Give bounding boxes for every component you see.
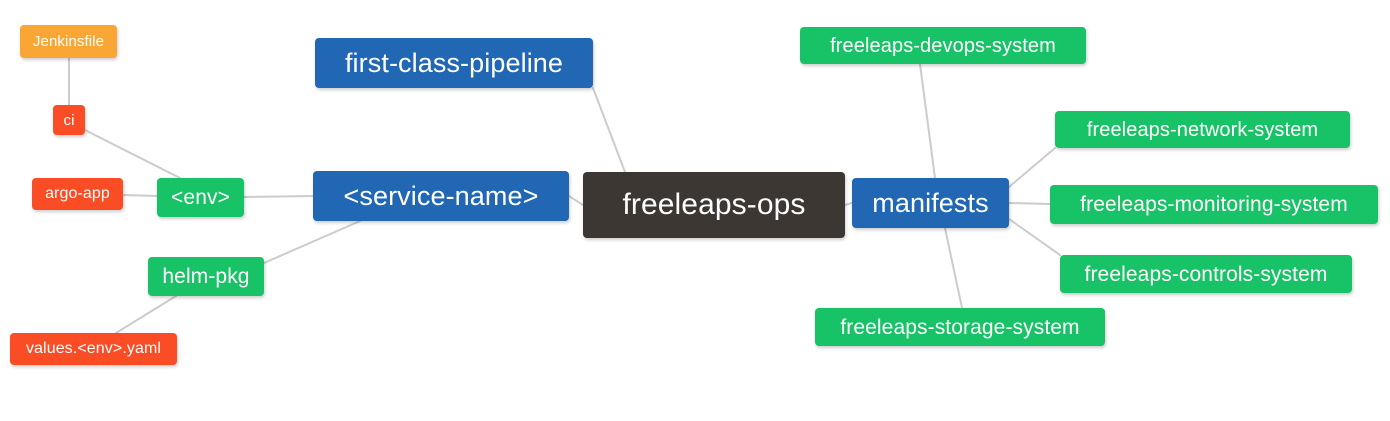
mindmap-node-label: <env>	[171, 186, 230, 209]
mindmap-node-label: first-class-pipeline	[344, 47, 564, 78]
mindmap-node-label: <service-name>	[343, 180, 539, 211]
mindmap-node-argo-app[interactable]: argo-app	[32, 178, 123, 210]
edge-env-to-argo-app	[122, 194, 158, 197]
mindmap-node-freeleaps-devops-system[interactable]: freeleaps-devops-system	[800, 27, 1086, 64]
mindmap-node-ci[interactable]: ci	[53, 105, 85, 135]
mindmap-node-first-class-pipeline[interactable]: first-class-pipeline	[315, 38, 593, 88]
mindmap-node-label: freeleaps-monitoring-system	[1080, 193, 1348, 216]
edge-manifests-to-freeleaps-network-system	[1008, 147, 1056, 188]
mindmap-node-freeleaps-monitoring-system[interactable]: freeleaps-monitoring-system	[1050, 185, 1378, 224]
mindmap-node-freeleaps-storage-system[interactable]: freeleaps-storage-system	[815, 308, 1105, 346]
mindmap-node-freeleaps-network-system[interactable]: freeleaps-network-system	[1055, 111, 1350, 148]
mindmap-node-label: freeleaps-controls-system	[1084, 262, 1328, 286]
edge-freeleaps-ops-to-manifests	[844, 202, 853, 206]
mindmap-node-label: freeleaps-network-system	[1086, 118, 1319, 141]
mindmap-node-env[interactable]: <env>	[157, 178, 244, 217]
mindmap-node-freeleaps-ops[interactable]: freeleaps-ops	[583, 172, 845, 238]
edge-manifests-to-freeleaps-devops-system	[919, 63, 936, 179]
mindmap-node-Jenkinsfile[interactable]: Jenkinsfile	[20, 25, 117, 58]
mindmap-node-manifests[interactable]: manifests	[852, 178, 1009, 228]
mindmap-node-label: freeleaps-storage-system	[840, 315, 1080, 339]
mindmap-node-service-name[interactable]: <service-name>	[313, 171, 569, 221]
edge-manifests-to-freeleaps-storage-system	[944, 227, 963, 309]
edge-manifests-to-freeleaps-monitoring-system	[1008, 202, 1051, 205]
edge-freeleaps-ops-to-first-class-pipeline	[592, 87, 626, 173]
mindmap-node-label: ci	[63, 111, 75, 129]
mindmap-node-label: freeleaps-devops-system	[830, 34, 1056, 57]
edge-helm-pkg-to-values.<env>.yaml	[115, 295, 177, 334]
mindmap-node-label: manifests	[872, 187, 989, 218]
edge-service-name-to-env	[243, 195, 314, 198]
mindmap-node-label: values.<env>.yaml	[25, 340, 162, 357]
mindmap-node-label: freeleaps-ops	[622, 188, 806, 221]
mindmap-node-helm-pkg[interactable]: helm-pkg	[148, 257, 264, 296]
edge-freeleaps-ops-to-service-name	[568, 195, 584, 206]
mindmap-node-label: helm-pkg	[162, 265, 250, 288]
mindmap-node-label: argo-app	[45, 185, 110, 202]
mindmap-node-values.<env>.yaml[interactable]: values.<env>.yaml	[10, 333, 177, 365]
mindmap-node-label: Jenkinsfile	[32, 33, 105, 50]
mindmap-node-freeleaps-controls-system[interactable]: freeleaps-controls-system	[1060, 255, 1352, 293]
edge-service-name-to-helm-pkg	[263, 220, 361, 264]
edge-manifests-to-freeleaps-controls-system	[1008, 218, 1061, 256]
edge-env-to-ci	[84, 129, 181, 179]
